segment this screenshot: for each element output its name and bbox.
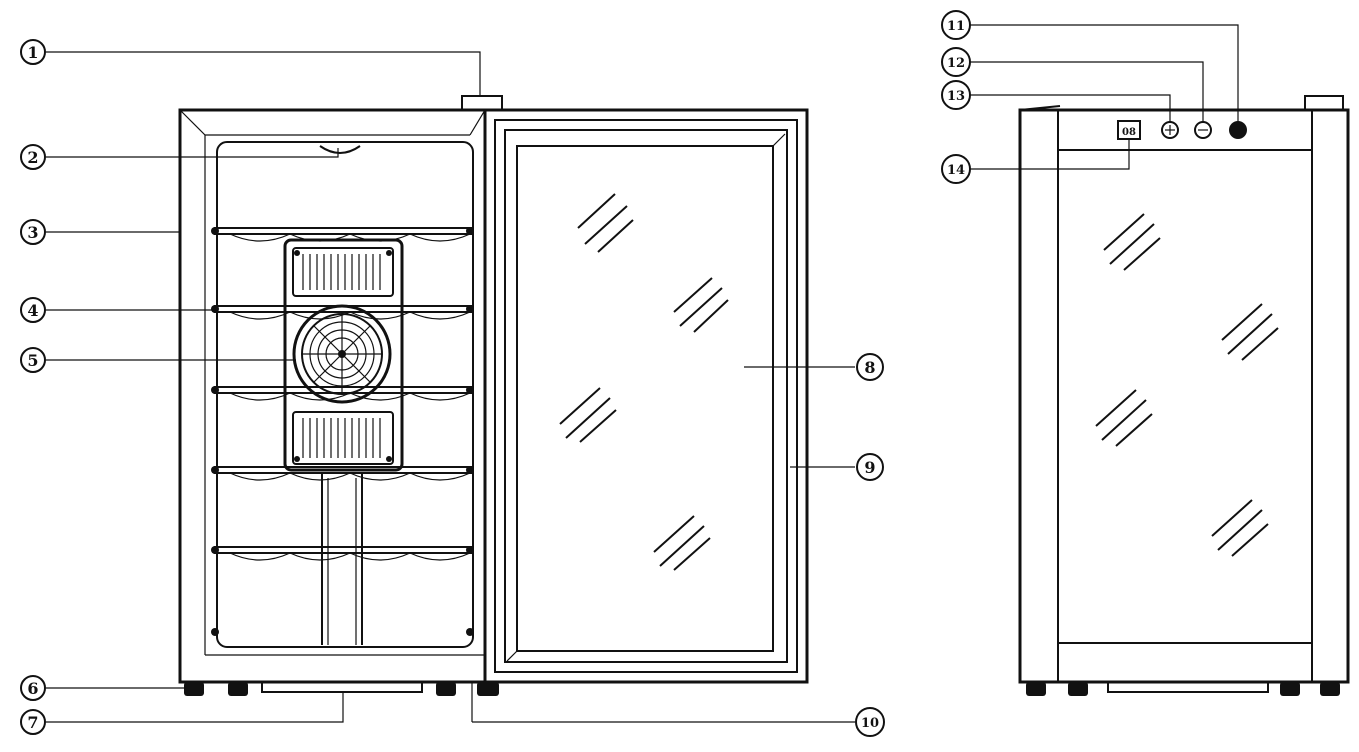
foot xyxy=(1068,682,1088,696)
foot xyxy=(228,682,248,696)
callout-12: 12 xyxy=(941,47,971,77)
callout-7: 7 xyxy=(20,709,46,735)
interior-liner xyxy=(216,141,474,648)
svg-text:3: 3 xyxy=(27,223,38,242)
top-hinge xyxy=(1304,95,1344,111)
callout-2: 2 xyxy=(20,144,46,170)
cabinet-outer xyxy=(1018,108,1350,684)
callout-5: 5 xyxy=(20,347,46,373)
upper-heatsink xyxy=(292,247,394,297)
callout-13: 13 xyxy=(941,80,971,110)
bottom-hinge xyxy=(477,682,499,696)
svg-text:12: 12 xyxy=(947,56,965,71)
callout-6: 6 xyxy=(20,675,46,701)
callout-11: 11 xyxy=(941,10,971,40)
callout-14: 14 xyxy=(941,154,971,184)
cabinet-outer xyxy=(178,108,487,684)
button-icon xyxy=(1161,121,1179,139)
svg-text:5: 5 xyxy=(27,351,38,370)
svg-text:2: 2 xyxy=(27,148,38,167)
svg-text:8: 8 xyxy=(864,358,875,377)
lower-heatsink xyxy=(292,411,394,465)
button-icon xyxy=(1194,121,1212,139)
callout-8: 8 xyxy=(856,353,884,381)
cabinet-open-view xyxy=(178,95,503,696)
glass-reflection xyxy=(559,193,729,571)
display-icon: 08 xyxy=(1117,120,1141,140)
callout-10: 10 xyxy=(855,707,885,737)
button-icon xyxy=(1229,121,1247,139)
door-frame xyxy=(483,108,809,684)
svg-text:7: 7 xyxy=(27,713,38,732)
shelves xyxy=(211,227,474,636)
drain-channel xyxy=(321,473,363,645)
bottom-vent xyxy=(261,681,423,693)
foot xyxy=(1320,682,1340,696)
door-gasket xyxy=(504,129,788,663)
foot xyxy=(1026,682,1046,696)
svg-text:14: 14 xyxy=(947,163,965,178)
svg-text:9: 9 xyxy=(864,458,875,477)
svg-text:11: 11 xyxy=(947,19,965,34)
interior-light xyxy=(319,145,361,154)
control-panel: 08 xyxy=(1117,120,1247,140)
leader-lines xyxy=(46,24,1239,723)
svg-text:6: 6 xyxy=(27,679,38,698)
bottom-vent xyxy=(1107,681,1269,693)
callout-9: 9 xyxy=(856,453,884,481)
cooling-module xyxy=(283,238,404,472)
callout-4: 4 xyxy=(20,297,46,323)
callout-3: 3 xyxy=(20,219,46,245)
svg-text:13: 13 xyxy=(947,89,965,104)
door-glass xyxy=(516,145,774,652)
svg-text:1: 1 xyxy=(27,43,38,62)
svg-text:4: 4 xyxy=(27,301,38,320)
glass-door xyxy=(483,108,809,684)
fan-icon xyxy=(292,304,392,404)
foot xyxy=(436,682,456,696)
foot xyxy=(1280,682,1300,696)
callout-1: 1 xyxy=(20,39,46,65)
foot xyxy=(184,682,204,696)
top-hinge xyxy=(461,95,503,111)
display-readout: 08 xyxy=(1122,127,1136,138)
cabinet-closed-view: 08 xyxy=(1018,95,1350,696)
svg-text:10: 10 xyxy=(861,716,879,731)
glass-reflection xyxy=(1095,213,1279,557)
